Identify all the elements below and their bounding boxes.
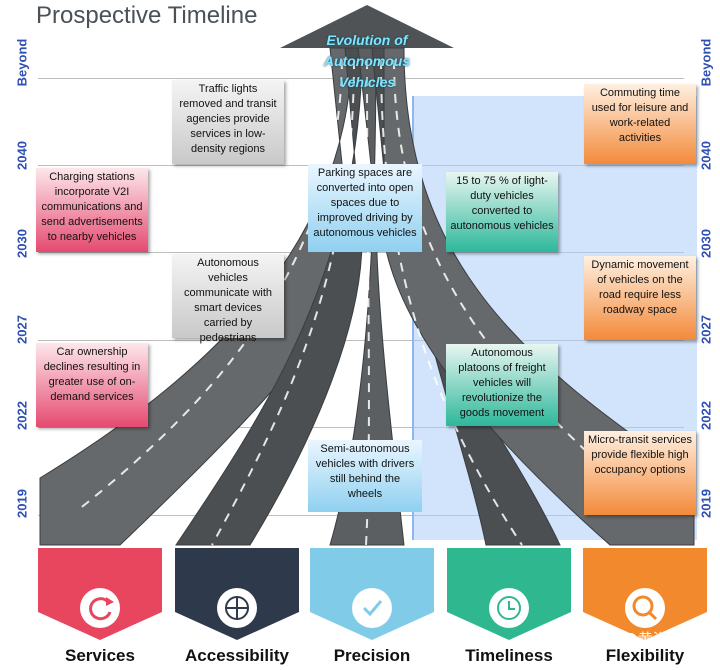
watermark: 知乎 @黄浴 [588,630,668,648]
arrow-title: Evolution of Autonomous Vehicles [323,32,411,90]
search-icon [625,588,665,628]
callout-commuting: Commuting time used for leisure and work… [584,84,696,164]
callout-micro-transit: Micro-transit services provide flexible … [584,431,696,515]
refresh-icon [80,588,120,628]
callout-freight-platoons: Autonomous platoons of freight vehicles … [446,344,558,426]
year-label-2022-right: 2022 [698,401,714,430]
year-label-2022-left: 2022 [14,401,30,430]
callout-car-ownership: Car ownership declines resulting in grea… [36,343,148,427]
category-label-precision: Precision [333,646,411,665]
year-label-beyond-left: Beyond [14,38,30,87]
timeline-line-2027 [38,340,684,341]
check-icon [352,588,392,628]
year-label-2030-left: 2030 [14,229,30,258]
year-label-2030-right: 2030 [698,229,714,258]
year-label-2040-left: 2040 [14,141,30,170]
year-label-2019-right: 2019 [698,489,714,518]
year-label-beyond-right: Beyond [698,38,714,87]
year-label-2027-right: 2027 [698,315,714,344]
page-title: Prospective Timeline [36,2,258,29]
category-label-accessibility: Accessibility [185,646,289,665]
callout-smart-devices: Autonomous vehicles communicate with sma… [172,254,284,344]
year-label-2027-left: 2027 [14,315,30,344]
year-label-2019-left: 2019 [14,489,30,518]
callout-light-duty: 15 to 75 % of light-duty vehicles conver… [446,172,558,252]
category-label-flexibility: Flexibility [605,646,685,665]
category-label-services: Services [65,646,135,665]
year-label-2040-right: 2040 [698,141,714,170]
callout-dynamic-movement: Dynamic movement of vehicles on the road… [584,256,696,340]
callout-charging-stations: Charging stations incorporate V2I commun… [36,168,148,252]
callout-traffic-lights: Traffic lights removed and transit agenc… [172,80,284,164]
callout-semi-autonomous: Semi-autonomous vehicles with drivers st… [308,440,422,512]
callout-parking-spaces: Parking spaces are converted into open s… [308,164,422,252]
category-label-timeliness: Timeliness [465,646,553,665]
